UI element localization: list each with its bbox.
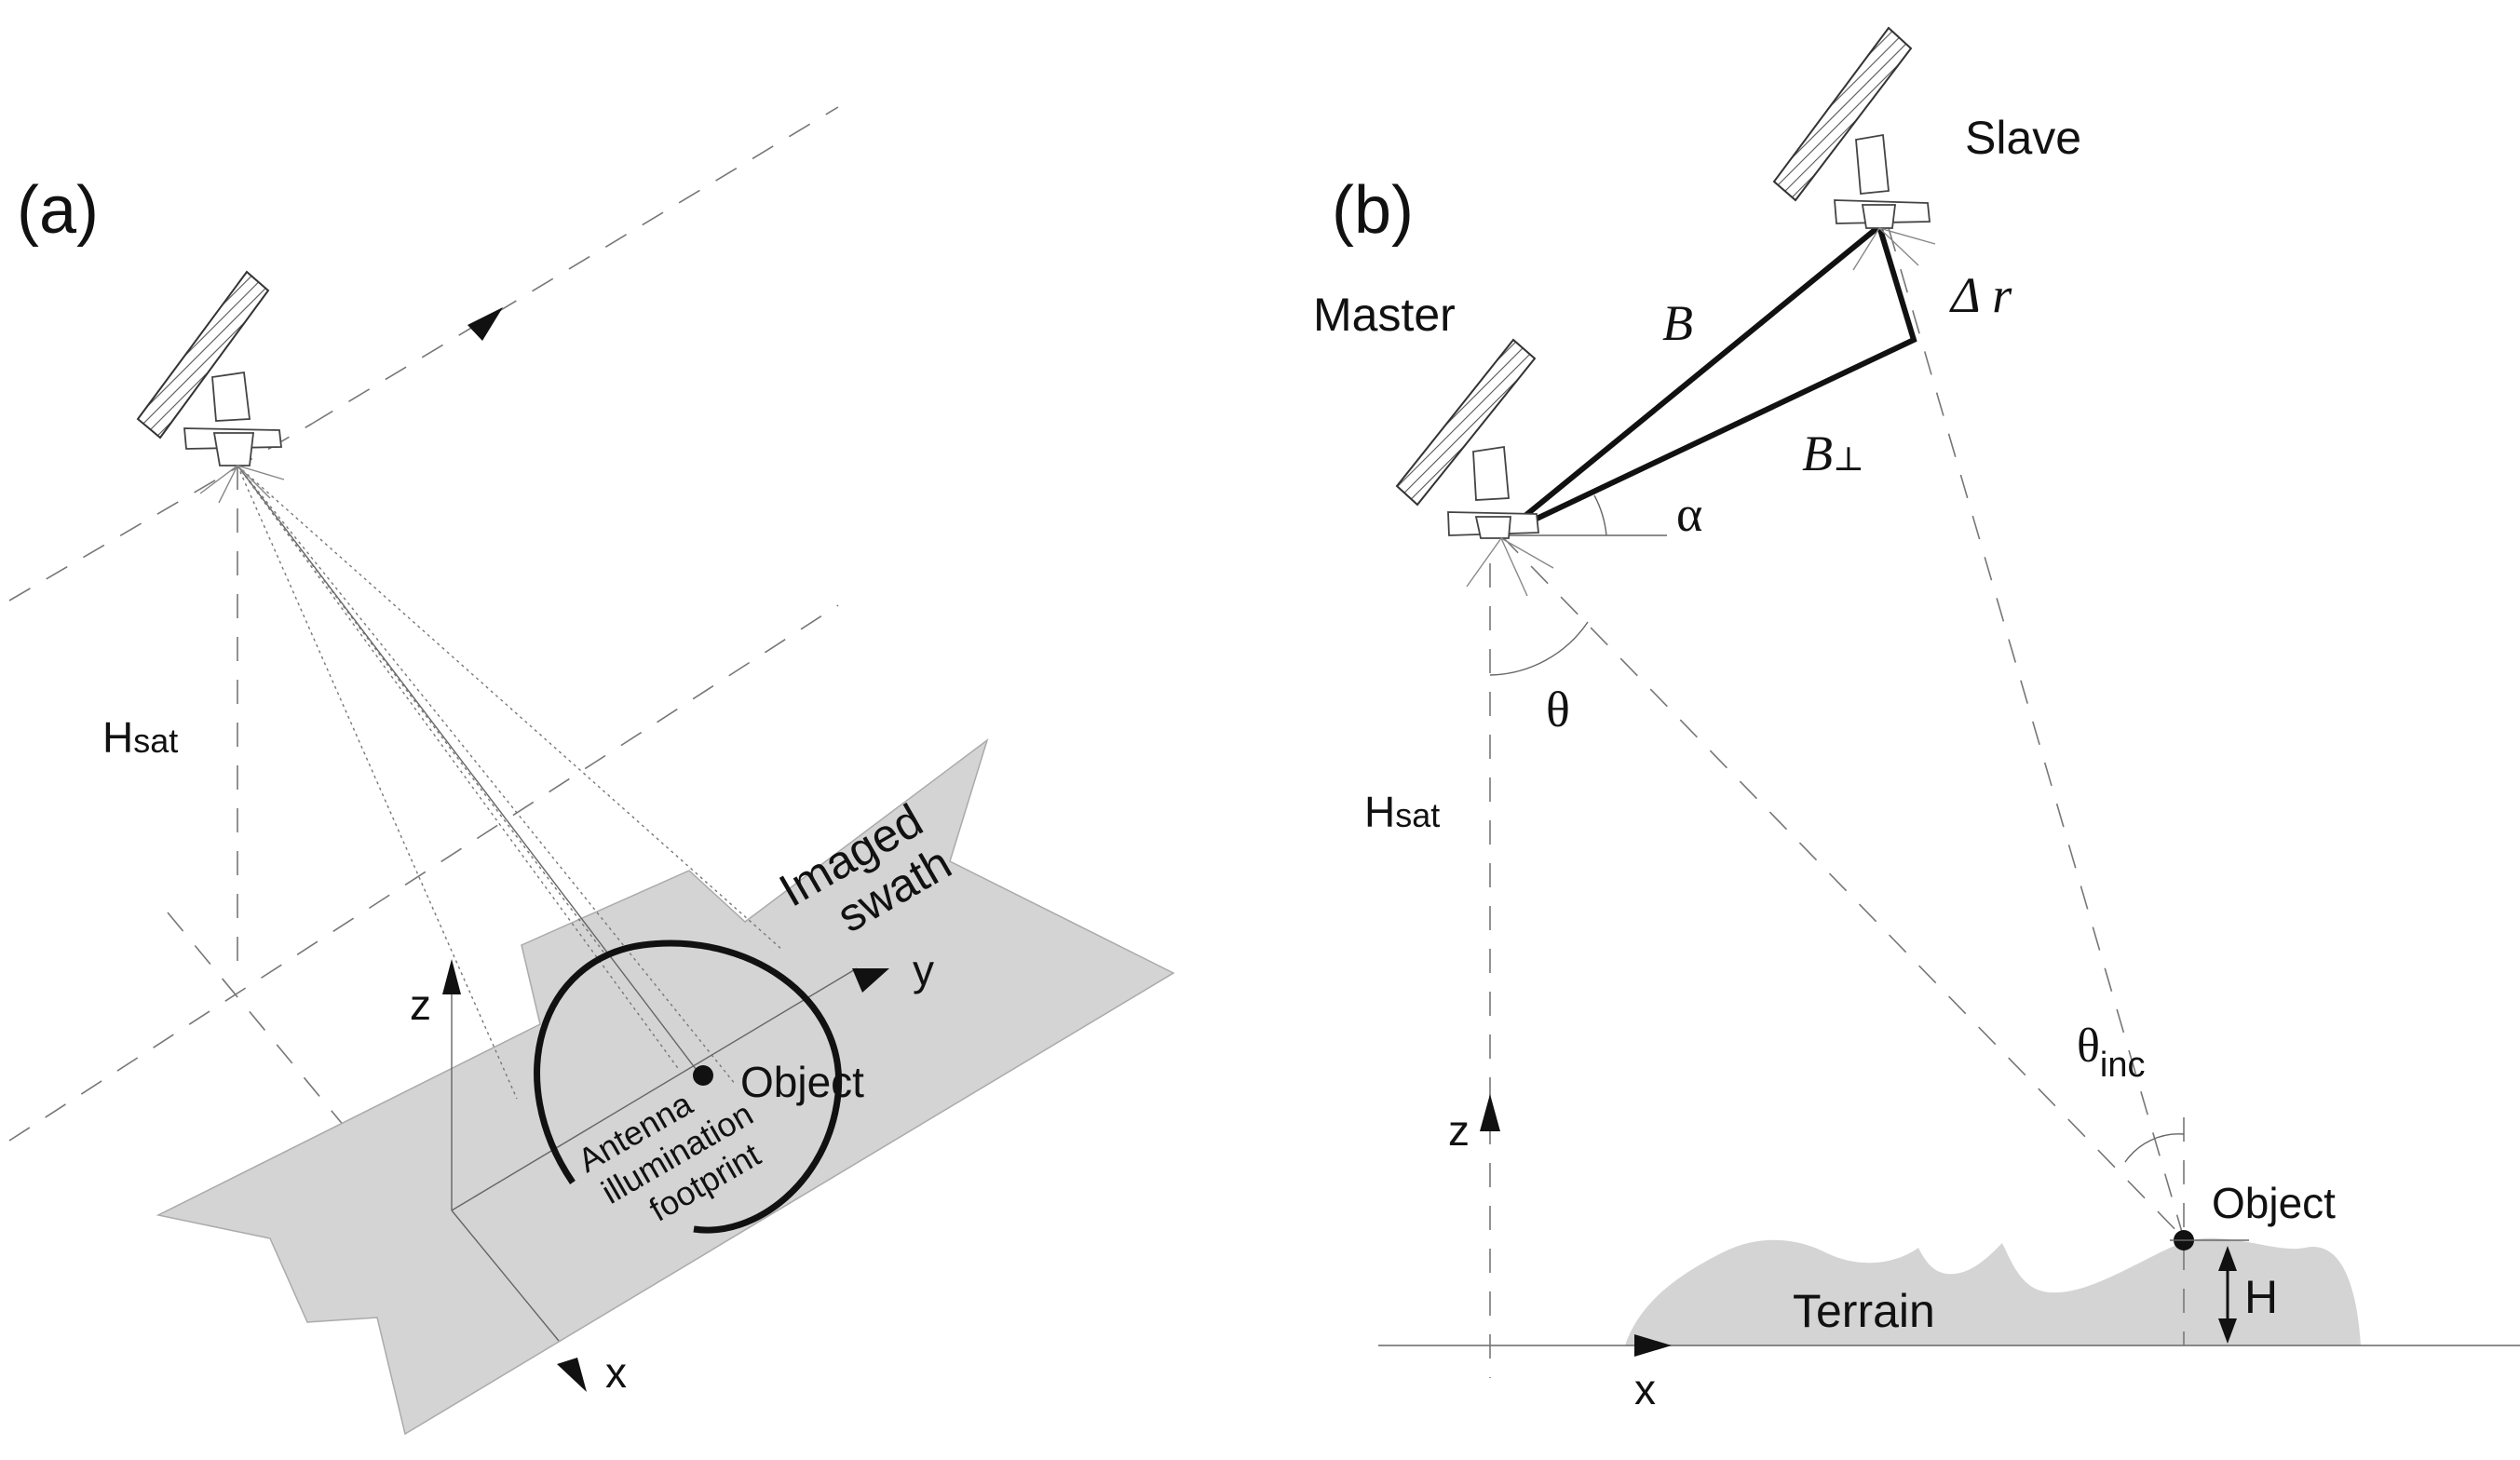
antenna-beam-rays: [237, 465, 783, 1100]
slave-satellite: [1772, 26, 1936, 271]
panel-b-label: (b): [1332, 173, 1414, 248]
axis-y-label-a: y: [913, 946, 934, 994]
master-solar-panel: [1395, 338, 1537, 507]
axis-z-label-b: z: [1448, 1106, 1470, 1155]
orbit-direction-arrow: [467, 307, 503, 341]
antenna-illumination-footprint: [534, 940, 843, 1234]
axis-x-label-a: x: [605, 1348, 627, 1397]
baseline-triangle: [1499, 221, 1917, 538]
height-arrow-down: [2218, 1318, 2237, 1344]
slave-solar-panel: [1772, 26, 1913, 202]
ground-track-line: [8, 604, 839, 1142]
master-label: Master: [1313, 289, 1456, 341]
h-sat-label-a: Hsat: [102, 713, 178, 762]
baseline-perp-label: B⊥: [1802, 426, 1864, 481]
delta-r-label: Δ r: [1949, 267, 2012, 323]
h-sat-label-b: Hsat: [1364, 788, 1440, 836]
alpha-arc: [1593, 494, 1607, 536]
z-axis-a-arrow: [442, 959, 461, 994]
axis-x-label-b: x: [1634, 1365, 1656, 1413]
object-point-a: [693, 1065, 713, 1086]
terrain-label: Terrain: [1793, 1285, 1935, 1337]
theta-label: θ: [1546, 682, 1570, 737]
y-axis-a-arrow: [852, 968, 889, 993]
theta-inc-label: θinc: [2077, 1020, 2146, 1085]
alpha-label: α: [1676, 486, 1702, 542]
x-axis-a: [451, 1210, 560, 1342]
x-axis-a-arrow: [557, 1358, 587, 1392]
panel-a-label: (a): [17, 173, 99, 248]
master-satellite: [1395, 338, 1554, 597]
orbit-track-upper: [311, 106, 839, 425]
z-axis-b-arrow: [1480, 1094, 1500, 1131]
theta-inc-arc: [2124, 1133, 2185, 1163]
panel-b: (b): [1313, 26, 2520, 1413]
object-label-b: Object: [2212, 1179, 2336, 1227]
satellite-a: [136, 270, 285, 504]
theta-arc: [1489, 621, 1589, 676]
x-axis-b-arrow: [1634, 1334, 1672, 1357]
imaged-swath: [156, 738, 1175, 1436]
y-axis-a: [451, 967, 858, 1211]
orbit-plane-left: [8, 423, 313, 602]
axis-z-label-a: z: [410, 980, 431, 1029]
master-look-line: [1500, 534, 2185, 1239]
slave-label: Slave: [1965, 112, 2081, 164]
object-label-a: Object: [740, 1058, 864, 1106]
slave-look-line: [1888, 227, 2185, 1239]
height-label: H: [2244, 1271, 2278, 1323]
solar-panel-a: [136, 270, 270, 439]
terrain: [1625, 1237, 2361, 1345]
baseline-label: B: [1662, 295, 1693, 351]
panel-a: (a): [8, 106, 1175, 1436]
height-arrow-up: [2218, 1246, 2237, 1271]
